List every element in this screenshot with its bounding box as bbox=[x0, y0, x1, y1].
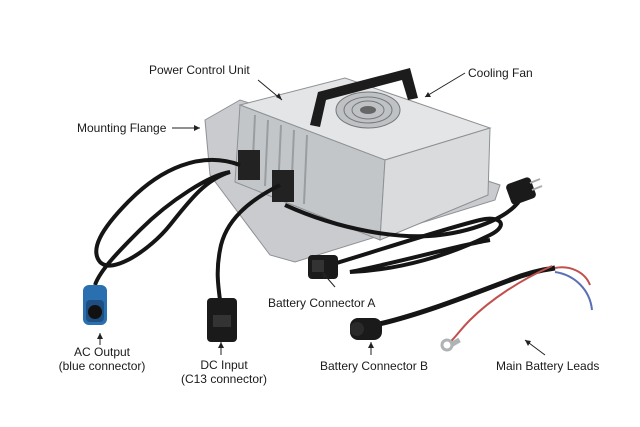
ring-terminal bbox=[440, 337, 461, 352]
blue-connector bbox=[83, 285, 107, 325]
cooling-fan bbox=[335, 91, 401, 129]
ac-plug bbox=[506, 177, 543, 205]
label-power-control-unit: Power Control Unit bbox=[149, 63, 250, 77]
label-dc-input-line1: DC Input bbox=[200, 358, 248, 372]
c13-connector bbox=[207, 298, 237, 342]
label-main-battery-leads: Main Battery Leads bbox=[496, 359, 600, 373]
carry-handle bbox=[310, 68, 418, 127]
label-ac-output-line1: AC Output bbox=[73, 345, 131, 359]
label-ac-output-line2: (blue connector) bbox=[58, 359, 146, 373]
ac-output-cable bbox=[93, 157, 241, 286]
label-mounting-flange: Mounting Flange bbox=[77, 121, 167, 135]
battery-connector-a bbox=[308, 255, 338, 279]
battery-b-cable bbox=[374, 265, 556, 328]
label-ac-output: AC Output (blue connector) bbox=[52, 345, 152, 373]
label-dc-input: DC Input (C13 connector) bbox=[176, 358, 272, 386]
label-dc-input-line2: (C13 connector) bbox=[180, 372, 268, 386]
port-left bbox=[238, 150, 260, 180]
leader-arrowheads bbox=[97, 92, 531, 348]
label-battery-connector-a: Battery Connector A bbox=[268, 296, 376, 310]
main-battery-leads bbox=[449, 265, 593, 343]
port-right bbox=[272, 170, 294, 202]
battery-connector-b bbox=[350, 318, 382, 340]
label-battery-connector-b: Battery Connector B bbox=[320, 359, 429, 373]
battery-a-cable bbox=[329, 216, 503, 274]
dc-input-cable bbox=[215, 183, 281, 301]
label-cooling-fan: Cooling Fan bbox=[468, 66, 533, 80]
power-cord bbox=[284, 198, 522, 239]
housing-side bbox=[379, 127, 491, 241]
